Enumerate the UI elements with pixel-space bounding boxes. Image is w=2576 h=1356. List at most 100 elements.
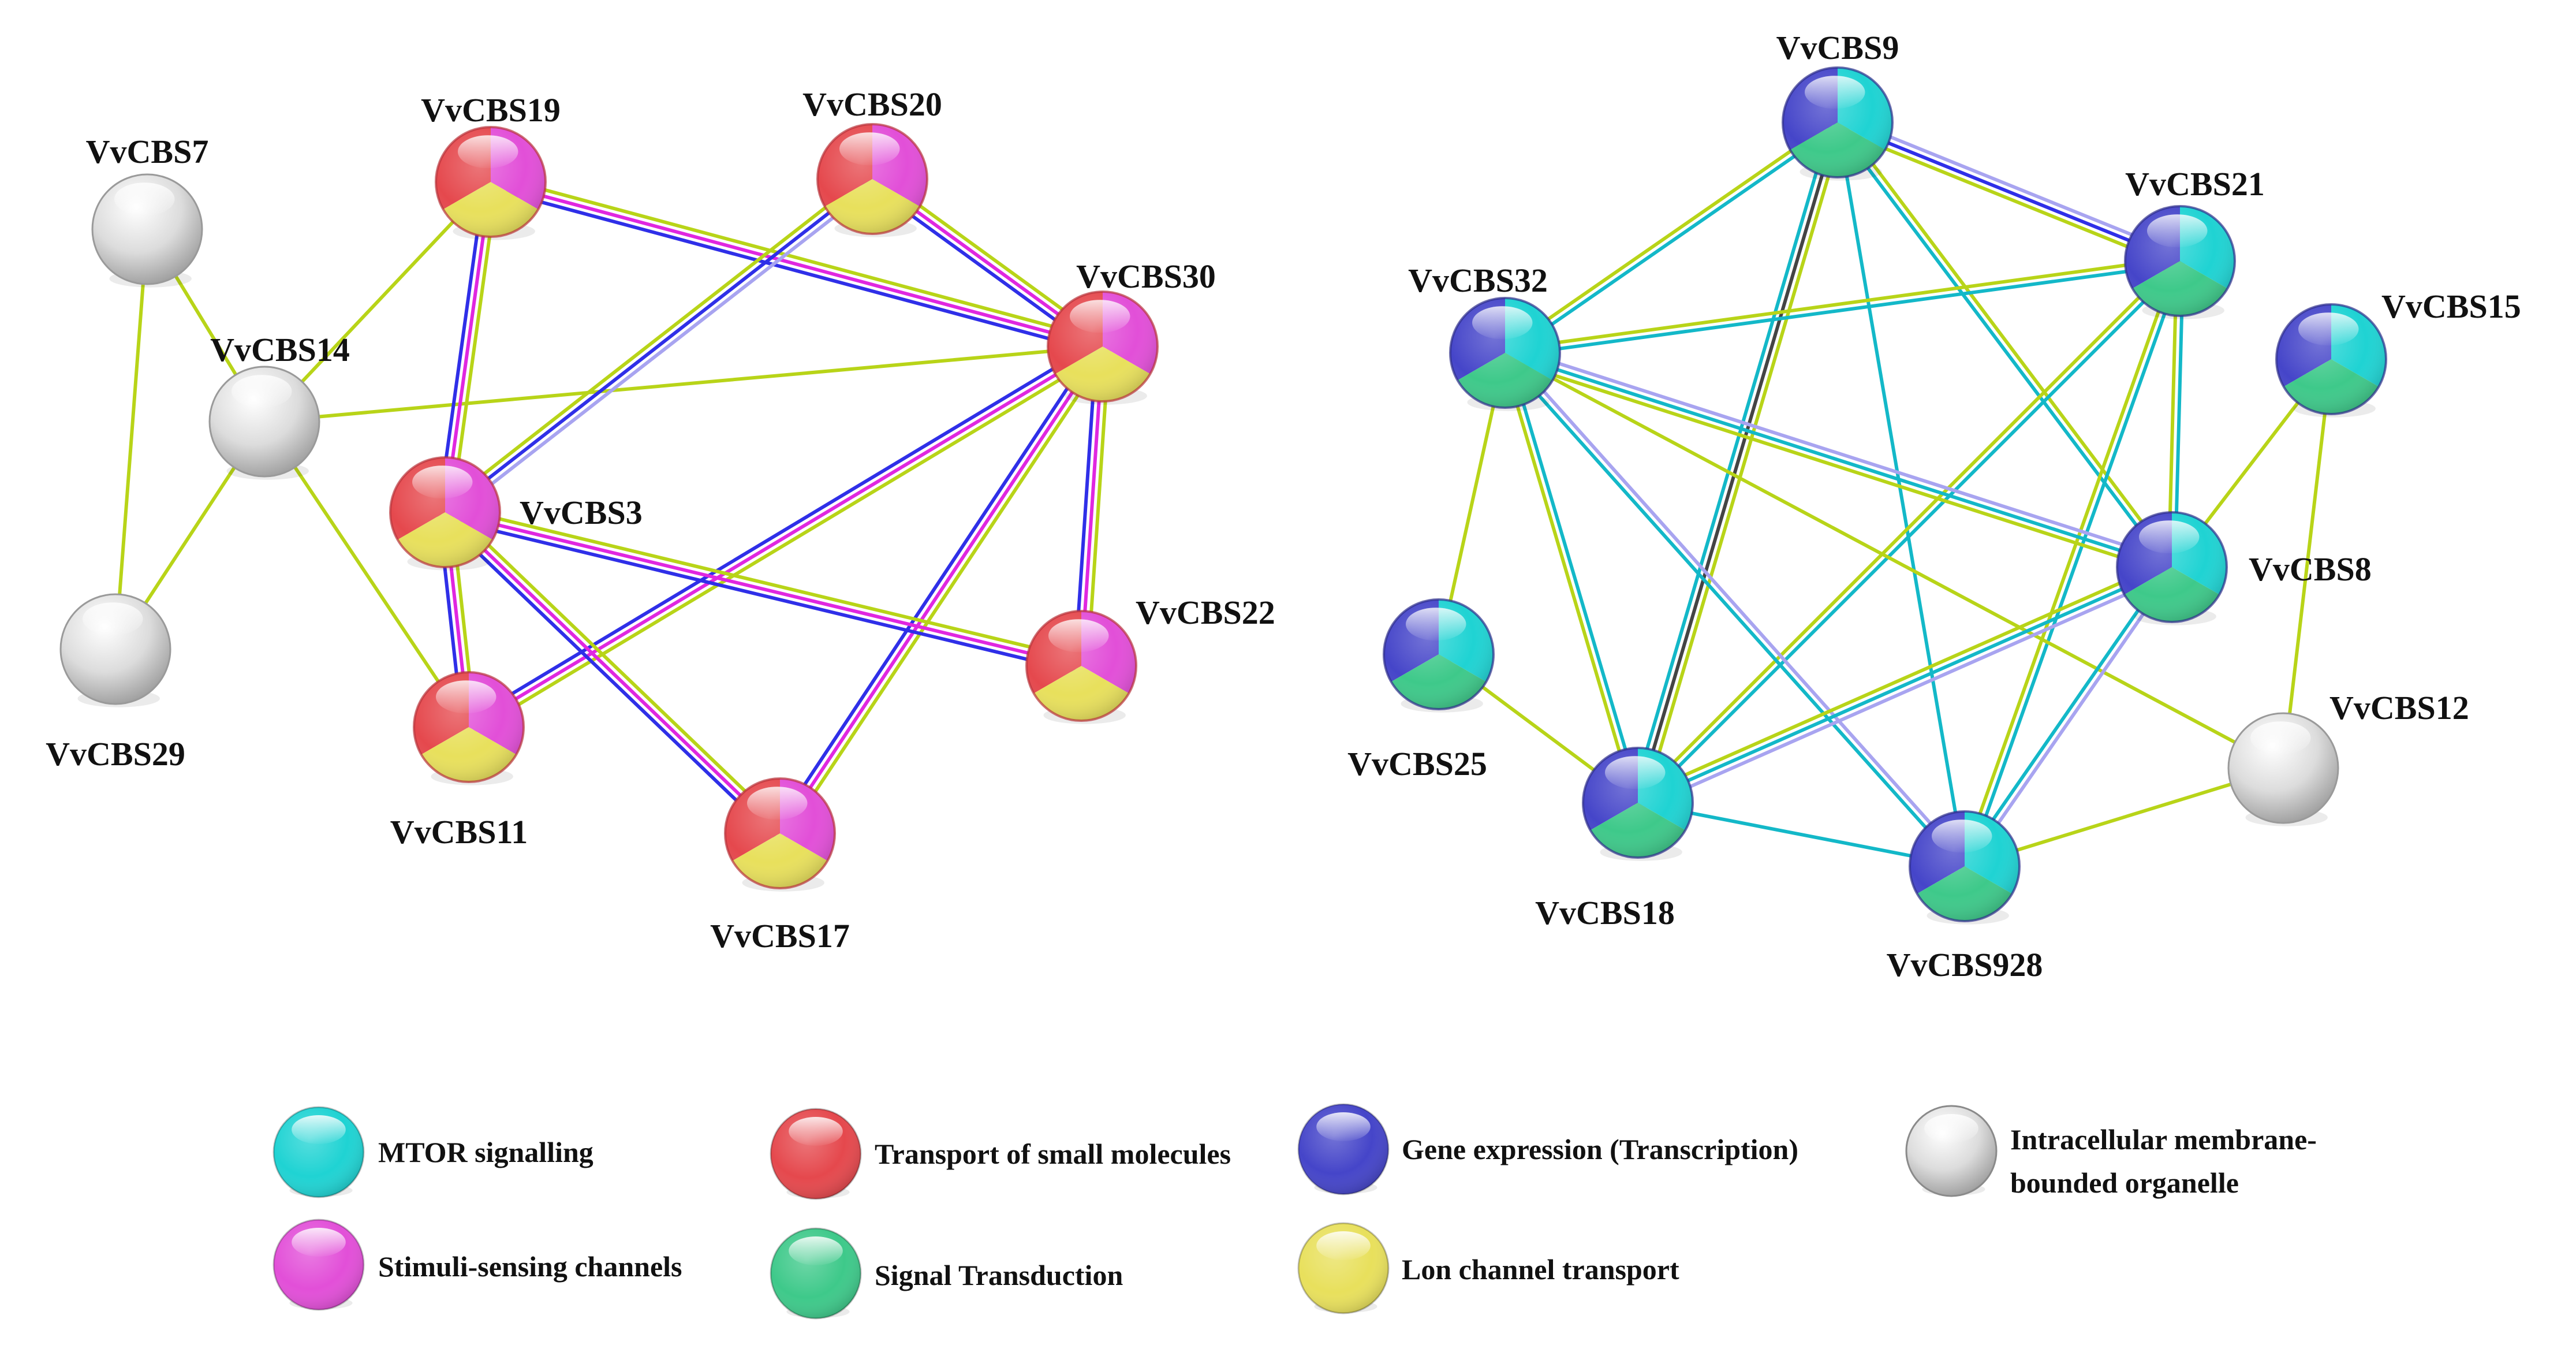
- legend-item-gene: Gene expression (Transcription): [1297, 1103, 1798, 1195]
- node-label: VvCBS7: [86, 133, 209, 170]
- node-VvCBS9: VvCBS9: [1776, 29, 1899, 181]
- node-rim: [816, 123, 928, 235]
- node-highlight: [232, 375, 292, 408]
- edge-line-cyan: [1836, 121, 1966, 868]
- node-label: VvCBS21: [2125, 165, 2265, 203]
- edge-line-yellow_green: [263, 345, 1104, 423]
- node-rim: [2124, 205, 2236, 317]
- edge-VvCBS30-VvCBS11: [464, 339, 1108, 735]
- edge-line-yellow_green: [1634, 257, 2180, 803]
- node-label: VvCBS20: [802, 85, 942, 123]
- node-highlight: [1472, 306, 1533, 340]
- edge-line-cyan: [1960, 563, 2171, 866]
- node-label: VvCBS25: [1347, 745, 1487, 783]
- legend-rim: [272, 1219, 365, 1311]
- node-highlight: [2298, 312, 2359, 346]
- node-VvCBS22: VvCBS22: [1025, 594, 1275, 724]
- edge-line-yellow_green: [470, 350, 1108, 735]
- node-highlight: [1048, 619, 1109, 653]
- legend-item-transport: Transport of small molecules: [770, 1108, 1231, 1200]
- node-VvCBS14: VvCBS14: [208, 331, 350, 480]
- edge-line-yellow_green: [2282, 357, 2333, 770]
- edge-line-cyan: [1833, 122, 2171, 571]
- legend-mtor-label: MTOR signalling: [378, 1136, 593, 1168]
- edge-line-cyan: [1636, 565, 2174, 804]
- node-VvCBS32: VvCBS32: [1408, 262, 1561, 411]
- edge-VvCBS32-VvCBS8: [1501, 345, 2176, 575]
- right-nodes: VvCBS9VvCBS21VvCBS32VvCBS15VvCBS8VvCBS25…: [1347, 29, 2521, 984]
- edge-line-blue: [439, 515, 778, 840]
- edge-line-blue: [487, 186, 1103, 355]
- node-VvCBS21: VvCBS21: [2124, 165, 2265, 319]
- legend-transport-swatch: [770, 1108, 862, 1200]
- edge-line-yellow_green: [263, 420, 471, 729]
- legend-organelle-swatch: [1905, 1105, 1998, 1197]
- node-highlight: [412, 465, 473, 499]
- legend-rim: [770, 1108, 862, 1200]
- node-rim: [2116, 511, 2228, 623]
- node-highlight: [747, 787, 808, 820]
- node-label: VvCBS32: [1408, 262, 1548, 299]
- legend-ion-swatch: [1297, 1222, 1390, 1314]
- node-label: VvCBS29: [46, 735, 185, 773]
- legend-rim: [272, 1106, 365, 1198]
- node-rim: [435, 126, 547, 238]
- edge-VvCBS21-VvCBS18: [1634, 257, 2184, 807]
- edge-line-cyan: [1630, 118, 1834, 803]
- node-highlight: [436, 680, 496, 714]
- edge-line-cyan: [1638, 261, 2184, 807]
- legend-item-organelle: Intracellular membrane- bounded organell…: [1905, 1105, 2317, 1199]
- edge-VvCBS9-VvCBS8: [1833, 118, 2176, 571]
- edge-VvCBS32-VvCBS18: [1500, 350, 1643, 806]
- edge-VvCBS21-VvCBS928: [1959, 258, 2185, 869]
- node-highlight: [1932, 819, 1992, 853]
- legend-stimuli-swatch: [272, 1219, 365, 1311]
- legend-highlight: [789, 1117, 843, 1146]
- node-label: VvCBS19: [421, 91, 561, 129]
- edge-line-yellow_green: [1503, 351, 2285, 770]
- node-rim: [1047, 290, 1159, 403]
- legend-stimuli-label: Stimuli-sensing channels: [378, 1250, 682, 1283]
- edge-VvCBS8-VvCBS928: [1960, 563, 2176, 870]
- edge-VvCBS9-VvCBS32: [1501, 118, 1842, 357]
- legend-signal-swatch: [770, 1227, 862, 1320]
- edge-line-lavender: [1965, 567, 2176, 870]
- node-VvCBS20: VvCBS20: [802, 85, 942, 237]
- node-VvCBS8: VvCBS8: [2116, 511, 2372, 625]
- node-VvCBS19: VvCBS19: [421, 91, 561, 240]
- edge-line-yellow_green: [447, 506, 786, 831]
- node-label: VvCBS17: [710, 917, 850, 955]
- legend: MTOR signalling Transport of small molec…: [272, 1103, 2317, 1320]
- node-rim: [1782, 66, 1894, 178]
- edge-line-cyan: [1503, 262, 2182, 358]
- edge-line-cyan: [1505, 123, 1842, 357]
- legend-highlight: [1924, 1114, 1978, 1143]
- edge-VvCBS32-VvCBS928: [1500, 349, 1969, 870]
- node-rim: [1383, 598, 1495, 710]
- edge-line-yellow_green: [1633, 559, 2171, 799]
- edge-line-lavender: [1506, 349, 1969, 866]
- edge-line-cyan: [1506, 350, 1643, 804]
- node-VvCBS29: VvCBS29: [46, 593, 185, 773]
- edge-line-yellow_green: [1500, 352, 1637, 806]
- node-rim: [724, 777, 836, 889]
- legend-organelle-label-line2: bounded organelle: [2010, 1167, 2239, 1199]
- edge-line-blue: [442, 516, 1082, 674]
- legend-item-mtor: MTOR signalling: [272, 1106, 593, 1198]
- node-highlight: [2250, 721, 2311, 755]
- edge-line-yellow_green: [439, 172, 871, 509]
- legend-rim: [770, 1227, 862, 1320]
- node-label: VvCBS12: [2329, 689, 2469, 727]
- node-rim: [1582, 747, 1694, 859]
- node-label: VvCBS3: [520, 494, 643, 531]
- node-VvCBS3: VvCBS3: [389, 456, 643, 571]
- edge-line-yellow_green: [1503, 256, 2182, 352]
- legend-highlight: [1316, 1112, 1371, 1141]
- edge-VvCBS3-VvCBS17: [439, 506, 786, 840]
- legend-transport-label: Transport of small molecules: [875, 1138, 1231, 1170]
- edge-VvCBS20-VvCBS3: [439, 172, 878, 519]
- node-label: VvCBS11: [390, 813, 528, 851]
